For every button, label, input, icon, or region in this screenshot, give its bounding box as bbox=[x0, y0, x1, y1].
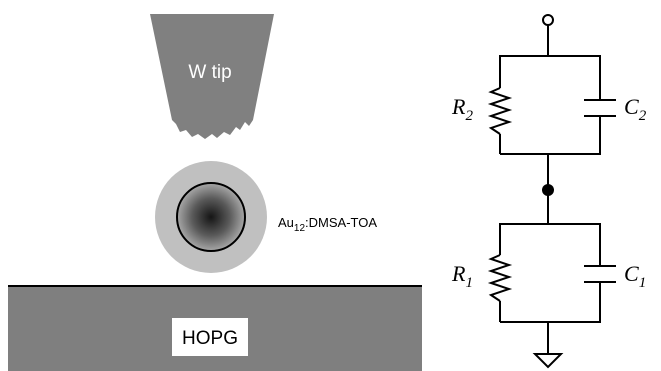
rc-bottom-frame bbox=[499, 223, 601, 266]
terminal-open-circle-icon bbox=[542, 14, 554, 26]
label-r1: R1 bbox=[451, 261, 473, 291]
rc-top-frame bbox=[499, 55, 601, 100]
wire-c1-bottom bbox=[500, 282, 601, 323]
label-r2: R2 bbox=[451, 94, 473, 124]
stm-schematic: W tip Au12:DMSA-TOA HOPG bbox=[8, 14, 422, 371]
substrate-label: HOPG bbox=[182, 328, 238, 349]
particle-label: Au12:DMSA-TOA bbox=[278, 215, 377, 234]
equivalent-circuit bbox=[487, 14, 616, 369]
ground-icon bbox=[532, 353, 564, 369]
label-c2: C2 bbox=[624, 94, 647, 124]
node-dot-icon bbox=[542, 184, 554, 196]
gold-core bbox=[176, 182, 246, 252]
tip-label: W tip bbox=[188, 62, 231, 83]
resistor-icon bbox=[487, 254, 513, 302]
substrate-label-box bbox=[172, 318, 248, 356]
wire-c2-bottom bbox=[500, 116, 601, 155]
tungsten-tip bbox=[150, 14, 274, 139]
circuit-labels: R2 C2 R1 C1 bbox=[451, 94, 647, 291]
label-c1: C1 bbox=[624, 261, 646, 291]
resistor-icon bbox=[487, 87, 513, 135]
